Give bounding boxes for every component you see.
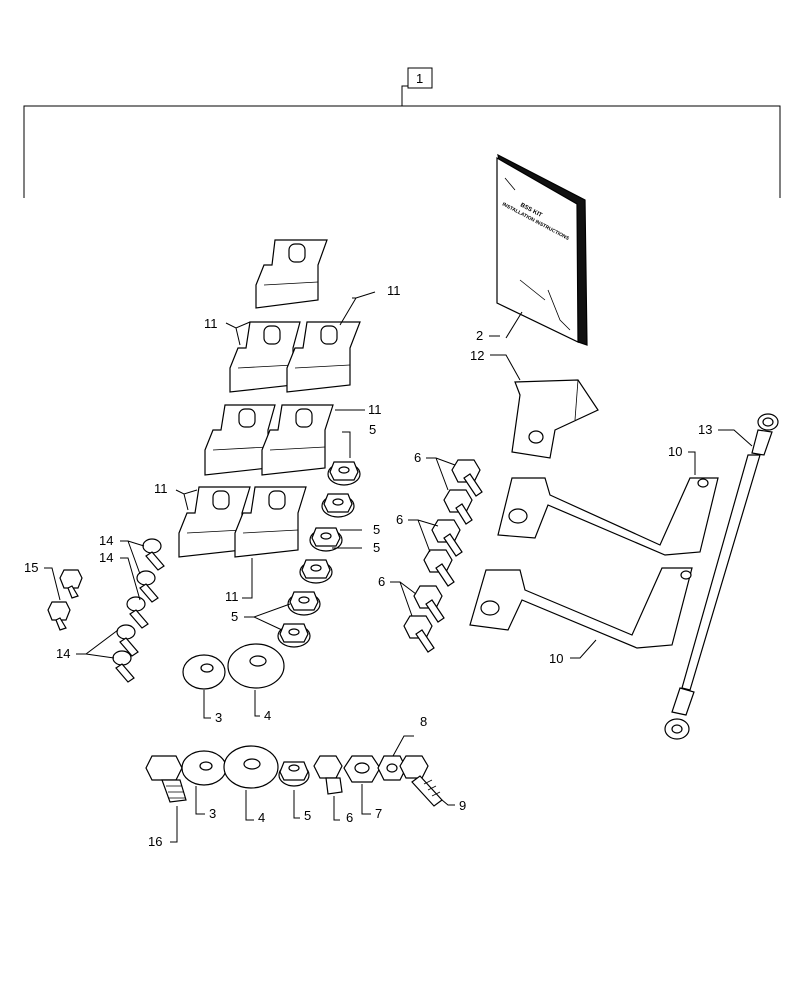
callout-14-a: 14 — [99, 533, 113, 548]
flange-bolt — [403, 615, 435, 653]
flange-bolt-bottom — [313, 755, 343, 821]
flange-nut — [309, 527, 343, 552]
flange-nut-group — [244, 431, 362, 648]
callout-4-lower: 4 — [258, 810, 265, 825]
callout-16: 16 — [148, 834, 162, 849]
instruction-manual: BSS KIT INSTALLATION INSTRUCTIONS — [496, 153, 588, 346]
callout-6-a: 6 — [414, 450, 421, 465]
callout-14-c: 14 — [56, 646, 70, 661]
callout-6-b: 6 — [396, 512, 403, 527]
callout-13: 13 — [698, 422, 712, 437]
callout-9: 9 — [459, 798, 466, 813]
callout-7: 7 — [375, 806, 382, 821]
small-bolt — [59, 569, 83, 599]
callout-10-upper: 10 — [668, 444, 682, 459]
callout-3-lower: 3 — [209, 806, 216, 821]
flange-bolt — [451, 459, 483, 497]
hex-bolt-16 — [145, 755, 187, 843]
callout-6-bottom: 6 — [346, 810, 353, 825]
callout-5-b: 5 — [373, 522, 380, 537]
lock-nut-8 — [377, 735, 414, 781]
callout-2: 2 — [476, 328, 483, 343]
clip-7 — [234, 486, 307, 558]
flange-nut-bottom — [278, 761, 310, 819]
washer-large-upper — [227, 643, 285, 717]
hex-bolt-9 — [399, 755, 455, 807]
callout-5-a: 5 — [369, 422, 376, 437]
flange-nut — [277, 623, 311, 648]
clip-2 — [229, 321, 301, 393]
callout-6-c: 6 — [378, 574, 385, 589]
flange-nut — [321, 493, 355, 518]
callout-5-c: 5 — [373, 540, 380, 555]
flange-bolt — [443, 489, 473, 525]
flange-bolt — [413, 585, 445, 623]
flange-nut — [299, 559, 333, 584]
callout-3-upper: 3 — [215, 710, 222, 725]
mounting-bracket-upper — [497, 477, 719, 556]
washer-small-upper — [182, 654, 226, 719]
screw — [116, 624, 139, 657]
small-bolt — [47, 601, 71, 631]
screw — [126, 596, 149, 629]
clip-group — [175, 239, 376, 599]
callout-11-e: 11 — [225, 589, 239, 604]
clip-6 — [178, 486, 251, 558]
washer-small-lower — [181, 750, 227, 815]
callout-8: 8 — [420, 714, 427, 729]
clip-3 — [286, 321, 361, 393]
flange-bolt — [423, 549, 455, 587]
assembly-bracket — [23, 67, 781, 198]
angle-bracket — [490, 354, 599, 459]
callout-11-c: 11 — [368, 402, 382, 417]
callout-10-lower: 10 — [549, 651, 563, 666]
callout-11-d: 11 — [154, 481, 168, 496]
flange-nut — [327, 461, 361, 486]
callout-11-a: 11 — [204, 316, 218, 331]
clip-4 — [204, 404, 276, 476]
callout-15: 15 — [24, 560, 38, 575]
flange-nut — [287, 591, 321, 616]
screw — [112, 650, 135, 683]
mounting-bracket-lower — [469, 567, 693, 649]
clip-5 — [261, 404, 334, 476]
small-bolt-group — [44, 567, 83, 631]
washer-large-lower — [223, 745, 279, 821]
hex-nut-7 — [343, 755, 381, 815]
screw-group — [76, 538, 165, 683]
callout-11-b: 11 — [387, 283, 401, 298]
ground-strap — [664, 413, 779, 740]
clip-1 — [255, 239, 328, 309]
callout-14-b: 14 — [99, 550, 113, 565]
screw — [142, 538, 165, 571]
callout-4-upper: 4 — [264, 708, 271, 723]
callout-1: 1 — [416, 71, 423, 86]
callout-5-d: 5 — [231, 609, 238, 624]
flange-bolt — [431, 519, 463, 557]
callout-5-bottom: 5 — [304, 808, 311, 823]
callout-12: 12 — [470, 348, 484, 363]
screw — [136, 570, 159, 603]
flange-bolt-group — [390, 457, 483, 653]
